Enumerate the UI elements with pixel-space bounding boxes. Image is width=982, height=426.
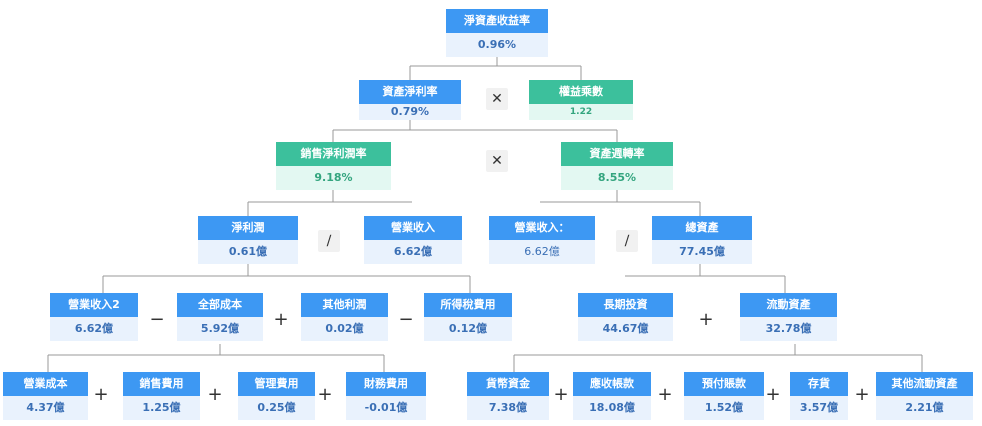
plus-operator: +: [273, 309, 289, 330]
multiply-operator: ✕: [486, 88, 508, 110]
node-value: 0.96%: [446, 33, 548, 57]
node-label: 財務費用: [346, 372, 426, 396]
node-asset-turnover: 資產週轉率 8.55%: [561, 142, 673, 190]
node-label: 預付賬款: [684, 372, 764, 396]
plus-operator: +: [207, 384, 223, 405]
node-receivables: 應收帳款 18.08億: [573, 372, 651, 420]
node-value: 9.18%: [276, 166, 391, 190]
node-selling-expense: 銷售費用 1.25億: [123, 372, 200, 420]
node-label: 應收帳款: [573, 372, 651, 396]
node-prepayments: 預付賬款 1.52億: [684, 372, 764, 420]
node-label: 資產週轉率: [561, 142, 673, 166]
node-management-expense: 管理費用 0.25億: [238, 372, 315, 420]
multiply-operator: ✕: [486, 150, 508, 172]
divide-operator: ∕: [616, 230, 638, 252]
node-label: 其他利潤: [301, 293, 388, 317]
node-net-profit: 淨利潤 0.61億: [198, 216, 298, 264]
node-label: 營業成本: [3, 372, 88, 396]
plus-operator: +: [698, 309, 714, 330]
divide-operator: ∕: [318, 230, 340, 252]
node-inventory: 存貨 3.57億: [790, 372, 848, 420]
node-label: 營業收入: [364, 216, 462, 240]
node-other-current-assets: 其他流動資產 2.21億: [876, 372, 973, 420]
node-revenue2: 營業收入2 6.62億: [50, 293, 138, 341]
minus-operator: −: [149, 309, 165, 330]
node-label: 貨幣資金: [467, 372, 549, 396]
node-equity-multiplier: 權益乘數 1.22: [529, 80, 633, 120]
node-value: 32.78億: [740, 317, 837, 341]
node-value: 0.02億: [301, 317, 388, 341]
node-value: 6.62億: [489, 240, 595, 264]
node-value: 0.25億: [238, 396, 315, 420]
node-total-cost: 全部成本 5.92億: [177, 293, 263, 341]
node-value: 1.52億: [684, 396, 764, 420]
minus-operator: −: [398, 309, 414, 330]
node-value: 0.79%: [359, 104, 461, 120]
node-label: 其他流動資產: [876, 372, 973, 396]
node-value: 7.38億: [467, 396, 549, 420]
node-label: 長期投資: [578, 293, 673, 317]
node-current-assets: 流動資產 32.78億: [740, 293, 837, 341]
node-value: 44.67億: [578, 317, 673, 341]
node-operating-cost: 營業成本 4.37億: [3, 372, 88, 420]
node-net-margin: 銷售淨利潤率 9.18%: [276, 142, 391, 190]
plus-operator: +: [657, 384, 673, 405]
node-income-tax: 所得稅費用 0.12億: [424, 293, 512, 341]
plus-operator: +: [553, 384, 569, 405]
node-value: 2.21億: [876, 396, 973, 420]
node-value: 4.37億: [3, 396, 88, 420]
node-revenue: 營業收入 6.62億: [364, 216, 462, 264]
node-label: 淨資產收益率: [446, 9, 548, 33]
node-label: 銷售費用: [123, 372, 200, 396]
plus-operator: +: [854, 384, 870, 405]
node-cash: 貨幣資金 7.38億: [467, 372, 549, 420]
node-label: 營業收入：: [489, 216, 595, 240]
node-label: 總資產: [652, 216, 752, 240]
node-label: 管理費用: [238, 372, 315, 396]
node-label: 營業收入2: [50, 293, 138, 317]
node-value: 0.61億: [198, 240, 298, 264]
node-label: 淨利潤: [198, 216, 298, 240]
node-roe: 淨資產收益率 0.96%: [446, 9, 548, 57]
node-roa: 資產淨利率 0.79%: [359, 80, 461, 120]
node-value: 3.57億: [790, 396, 848, 420]
node-label: 流動資產: [740, 293, 837, 317]
node-value: -0.01億: [346, 396, 426, 420]
node-value: 6.62億: [364, 240, 462, 264]
node-value: 0.12億: [424, 317, 512, 341]
node-label: 存貨: [790, 372, 848, 396]
node-revenue-b: 營業收入： 6.62億: [489, 216, 595, 264]
node-value: 18.08億: [573, 396, 651, 420]
plus-operator: +: [765, 384, 781, 405]
plus-operator: +: [317, 384, 333, 405]
node-label: 銷售淨利潤率: [276, 142, 391, 166]
node-value: 77.45億: [652, 240, 752, 264]
node-value: 8.55%: [561, 166, 673, 190]
node-value: 6.62億: [50, 317, 138, 341]
node-value: 5.92億: [177, 317, 263, 341]
node-value: 1.25億: [123, 396, 200, 420]
node-long-term-investment: 長期投資 44.67億: [578, 293, 673, 341]
node-finance-expense: 財務費用 -0.01億: [346, 372, 426, 420]
node-total-assets: 總資產 77.45億: [652, 216, 752, 264]
plus-operator: +: [93, 384, 109, 405]
node-label: 資產淨利率: [359, 80, 461, 104]
node-value: 1.22: [529, 104, 633, 120]
node-label: 所得稅費用: [424, 293, 512, 317]
node-label: 權益乘數: [529, 80, 633, 104]
node-label: 全部成本: [177, 293, 263, 317]
node-other-profit: 其他利潤 0.02億: [301, 293, 388, 341]
